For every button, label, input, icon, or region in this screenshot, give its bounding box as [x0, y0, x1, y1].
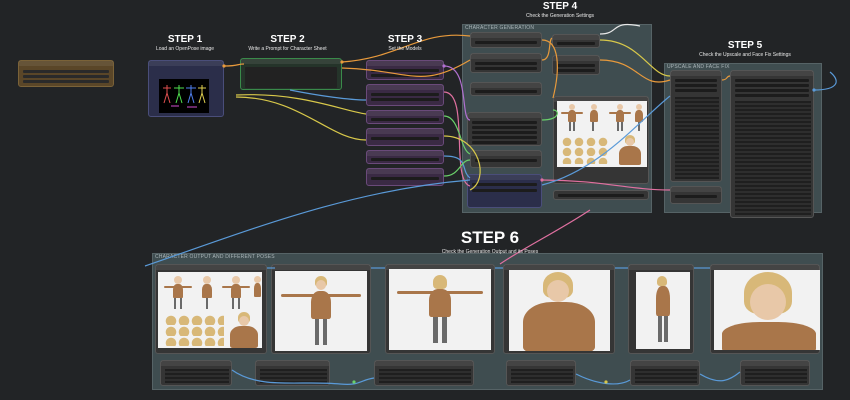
output-image-arms-out-back — [389, 269, 491, 350]
small-heads-grid — [561, 136, 609, 164]
openpose-preview-image — [159, 79, 209, 113]
step-2-heading: STEP 2 Write a Prompt for Character Shee… — [248, 34, 327, 52]
save-node-1[interactable] — [160, 360, 232, 386]
lora-loader-node[interactable] — [366, 110, 444, 124]
upscale-node-b[interactable] — [670, 186, 722, 204]
step-6-heading: STEP 6 Check the Generation Output and i… — [441, 228, 539, 255]
save-node-3[interactable] — [374, 360, 474, 386]
output-image-portrait-coat — [509, 270, 610, 351]
generation-node-e[interactable] — [470, 82, 542, 96]
save-node-2[interactable] — [255, 360, 330, 386]
step-5-heading: STEP 5 Check the Upscale and Face Fix Se… — [699, 40, 791, 58]
generation-node-a[interactable] — [470, 32, 542, 48]
generation-node-f[interactable] — [470, 150, 542, 168]
upscale-model-loader-node[interactable] — [366, 150, 444, 164]
ksampler-node[interactable] — [467, 112, 542, 146]
output-image-face-closeup — [714, 270, 820, 350]
group-title: UPSCALE AND FACE FIX — [667, 64, 730, 70]
output-image-arms-out-front — [275, 271, 367, 351]
generation-node-b[interactable] — [470, 53, 542, 73]
save-node-5[interactable] — [630, 360, 700, 386]
vae-loader-node[interactable] — [366, 84, 444, 106]
save-node-6[interactable] — [740, 360, 810, 386]
generation-node-g[interactable] — [553, 190, 649, 200]
save-node-4[interactable] — [506, 360, 576, 386]
load-image-node[interactable] — [148, 60, 224, 117]
character-sheet-preview-image — [557, 101, 647, 167]
group-title: CHARACTER OUTPUT AND DIFFERENT POSES — [155, 254, 275, 260]
checkpoint-loader-node[interactable] — [366, 60, 444, 80]
output-image-character-sheet — [158, 272, 262, 348]
output-image-side-view — [636, 272, 690, 349]
generation-node-d[interactable] — [552, 55, 600, 75]
character-prompt-node[interactable] — [240, 58, 342, 90]
face-detailer-node[interactable] — [730, 70, 814, 218]
group-title: CHARACTER GENERATION — [465, 25, 535, 31]
generation-node-c[interactable] — [552, 34, 600, 48]
brown-note-node[interactable] — [18, 60, 114, 87]
controlnet-loader-node[interactable] — [366, 128, 444, 146]
step-4-heading: STEP 4 Check the Generation Settings — [525, 1, 595, 19]
upscale-node-a[interactable] — [670, 70, 722, 182]
step-1-heading: STEP 1 Load an OpenPose image — [155, 34, 215, 52]
step-3-heading: STEP 3 Set the Models — [387, 34, 423, 52]
vae-decode-node[interactable] — [467, 174, 542, 208]
face-model-loader-node[interactable] — [366, 168, 444, 186]
